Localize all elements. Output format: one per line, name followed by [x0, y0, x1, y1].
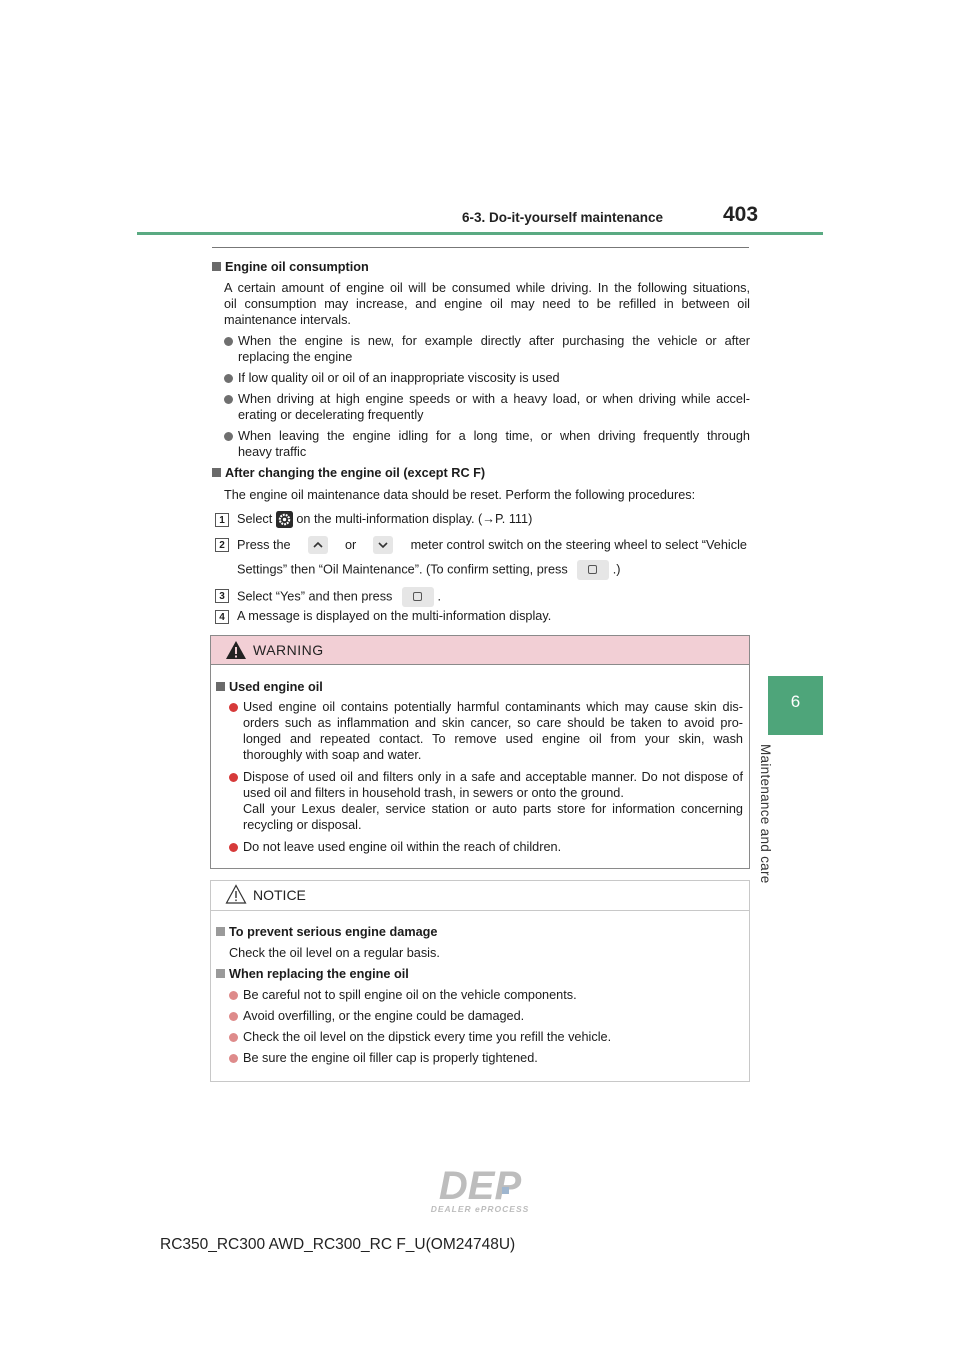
bullet-dot-icon	[224, 395, 233, 404]
list-item: Check the oil level on the dipstick ever…	[229, 1029, 743, 1046]
oil-consumption-intro-l1: A certain amount of engine oil will be c…	[224, 281, 750, 295]
down-button-icon	[373, 536, 394, 554]
svg-text:DEP: DEP	[439, 1165, 522, 1208]
header-rule	[137, 232, 823, 235]
square-bullet-icon	[212, 468, 221, 477]
list-item: When leaving the engine idling for a lon…	[224, 428, 750, 462]
oil-consumption-heading: Engine oil consumption	[212, 259, 369, 276]
step-number: 4	[215, 610, 229, 624]
list-item: When driving at high engine speeds or wi…	[224, 391, 750, 425]
warning-header	[211, 636, 749, 665]
step-number: 3	[215, 589, 229, 603]
step-2-line2: Settings” then “Oil Maintenance”. (To co…	[237, 560, 621, 580]
after-change-intro: The engine oil maintenance data should b…	[224, 488, 696, 502]
chapter-label-text: Maintenance and care	[758, 744, 773, 884]
notice-title: NOTICE	[253, 887, 306, 903]
list-item: Be sure the engine oil filler cap is pro…	[229, 1050, 743, 1067]
section-title: 6-3. Do-it-yourself maintenance	[462, 210, 664, 225]
after-change-heading: After changing the engine oil (except RC…	[212, 465, 485, 482]
warning-heading: Used engine oil	[216, 679, 323, 696]
step-2-line1: Press the or meter control switch on the…	[237, 536, 747, 554]
list-item: Avoid overfilling, or the engine could b…	[229, 1008, 743, 1025]
enter-button-icon	[577, 560, 610, 580]
step-number: 2	[215, 538, 229, 552]
chapter-label: Maintenance and care	[758, 744, 798, 904]
notice-header	[211, 881, 749, 911]
bullet-dot-icon	[229, 843, 238, 852]
svg-text:DEALER ePROCESS: DEALER ePROCESS	[431, 1204, 530, 1214]
notice-heading-2: When replacing the engine oil	[216, 966, 409, 983]
chapter-tab: 6	[768, 676, 823, 735]
list-item: Used engine oil contains potentially har…	[229, 699, 743, 765]
warning-title: WARNING	[253, 642, 324, 658]
oil-consumption-intro-l2: oil consumption may increase, and engine…	[224, 297, 750, 311]
bullet-dot-icon	[224, 374, 233, 383]
step-1: Select on the multi-information display.…	[237, 511, 532, 529]
list-item: Be careful not to spill engine oil on th…	[229, 987, 743, 1004]
square-bullet-icon	[212, 262, 221, 271]
bullet-dot-icon	[224, 432, 233, 441]
up-button-icon	[307, 536, 328, 554]
notice-triangle-icon	[225, 884, 247, 904]
bullet-dot-icon	[229, 1033, 238, 1042]
oil-consumption-intro-l3: maintenance intervals.	[224, 313, 351, 327]
notice-heading-1: To prevent serious engine damage	[216, 924, 437, 941]
step-3: Select “Yes” and then press .	[237, 587, 441, 607]
list-item: When the engine is new, for example dire…	[224, 333, 750, 367]
square-bullet-icon	[216, 969, 225, 978]
warning-triangle-icon	[226, 641, 246, 659]
bullet-dot-icon	[229, 703, 238, 712]
step-4: A message is displayed on the multi-info…	[237, 609, 552, 623]
list-item: If low quality oil or oil of an inapprop…	[224, 370, 750, 387]
list-item: Dispose of used oil and filters only in …	[229, 769, 743, 835]
square-bullet-icon	[216, 927, 225, 936]
list-item: Do not leave used engine oil within the …	[229, 839, 743, 856]
bullet-dot-icon	[229, 991, 238, 1000]
notice-box	[210, 880, 750, 1082]
bullet-dot-icon	[229, 1012, 238, 1021]
bullet-dot-icon	[224, 337, 233, 346]
page-number: 403	[723, 203, 759, 226]
notice-paragraph: Check the oil level on a regular basis.	[229, 946, 440, 960]
bullet-dot-icon	[229, 773, 238, 782]
bullet-dot-icon	[229, 1054, 238, 1063]
model-code-footer: RC350_RC300 AWD_RC300_RC F_U(OM24748U)	[160, 1236, 516, 1253]
content-top-rule	[212, 247, 749, 248]
square-bullet-icon	[216, 682, 225, 691]
enter-button-icon	[401, 587, 434, 607]
dealer-eprocess-logo: DEP DEALER ePROCESS	[431, 1165, 530, 1214]
warning-box	[210, 635, 750, 869]
step-number: 1	[215, 513, 229, 527]
gear-icon	[275, 511, 293, 529]
